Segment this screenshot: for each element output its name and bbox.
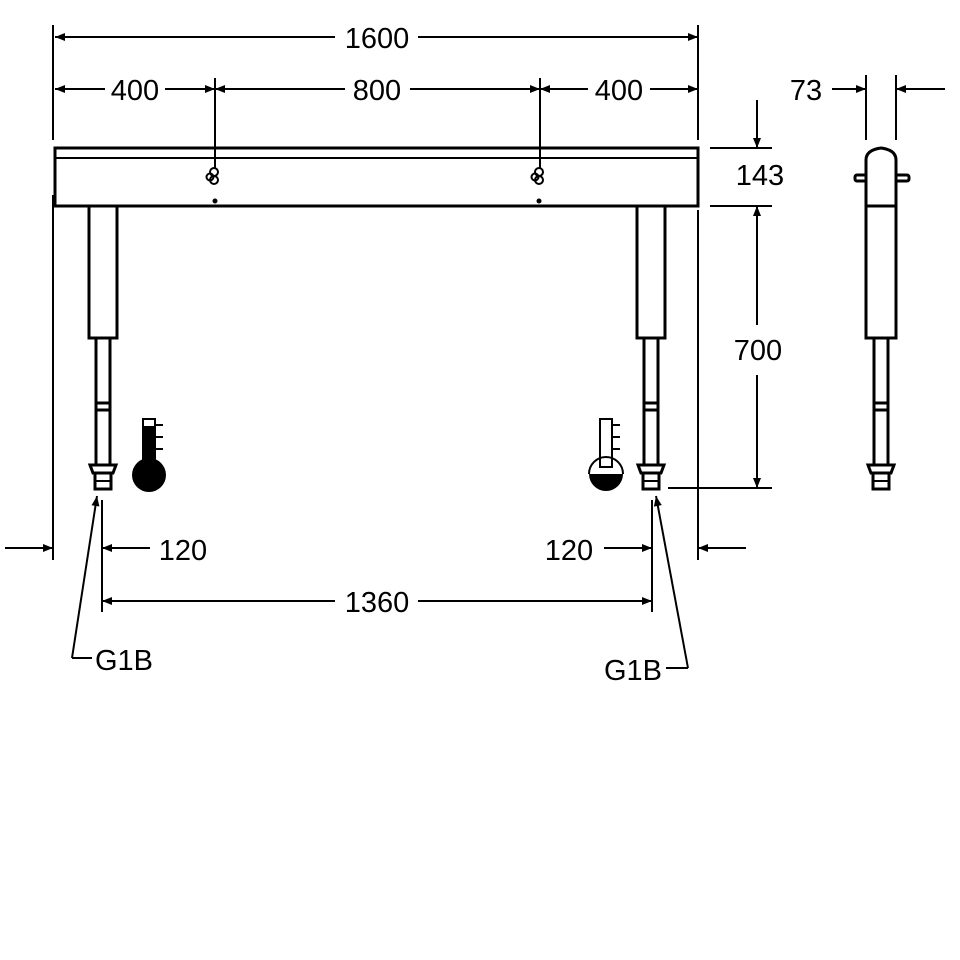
dimension-depth: 73 — [790, 75, 945, 107]
dimension-label: 1360 — [345, 587, 410, 619]
cold-water-icon — [132, 418, 166, 492]
connection-label: G1B — [604, 655, 662, 687]
shower-head-right — [530, 167, 544, 204]
dimension-right-inset: 120 — [545, 535, 652, 567]
dimension-spacing-row: 400 800 400 — [55, 75, 698, 168]
dimension-overall-width: 1600 — [55, 23, 698, 55]
dimension-label: 700 — [734, 335, 782, 367]
dimension-label: 1600 — [345, 23, 410, 55]
dimension-label: 120 — [159, 535, 207, 567]
connection-label: G1B — [95, 645, 153, 677]
connection-label-left: G1B — [71, 495, 153, 677]
dimension-left-inset: 120 — [102, 535, 207, 567]
dimension-connection-spacing: 1360 — [102, 587, 652, 619]
dimension-label: 143 — [736, 160, 784, 192]
shower-bar-front-view — [53, 146, 700, 208]
dimension-label: 400 — [111, 75, 159, 107]
dimension-label: 73 — [790, 75, 822, 107]
connection-label-right: G1B — [604, 495, 689, 687]
leg-right — [635, 204, 667, 491]
dimension-label: 120 — [545, 535, 593, 567]
dimension-label: 800 — [353, 75, 401, 107]
shower-bar-side-view — [853, 146, 911, 491]
dimension-label: 400 — [595, 75, 643, 107]
shower-head-left — [205, 167, 219, 204]
dimension-bar-height: 143 — [736, 100, 784, 192]
extension-lines — [52, 25, 897, 612]
dimension-leg-height: 700 — [734, 206, 782, 488]
leg-left — [87, 204, 119, 491]
hot-water-icon — [588, 418, 624, 491]
